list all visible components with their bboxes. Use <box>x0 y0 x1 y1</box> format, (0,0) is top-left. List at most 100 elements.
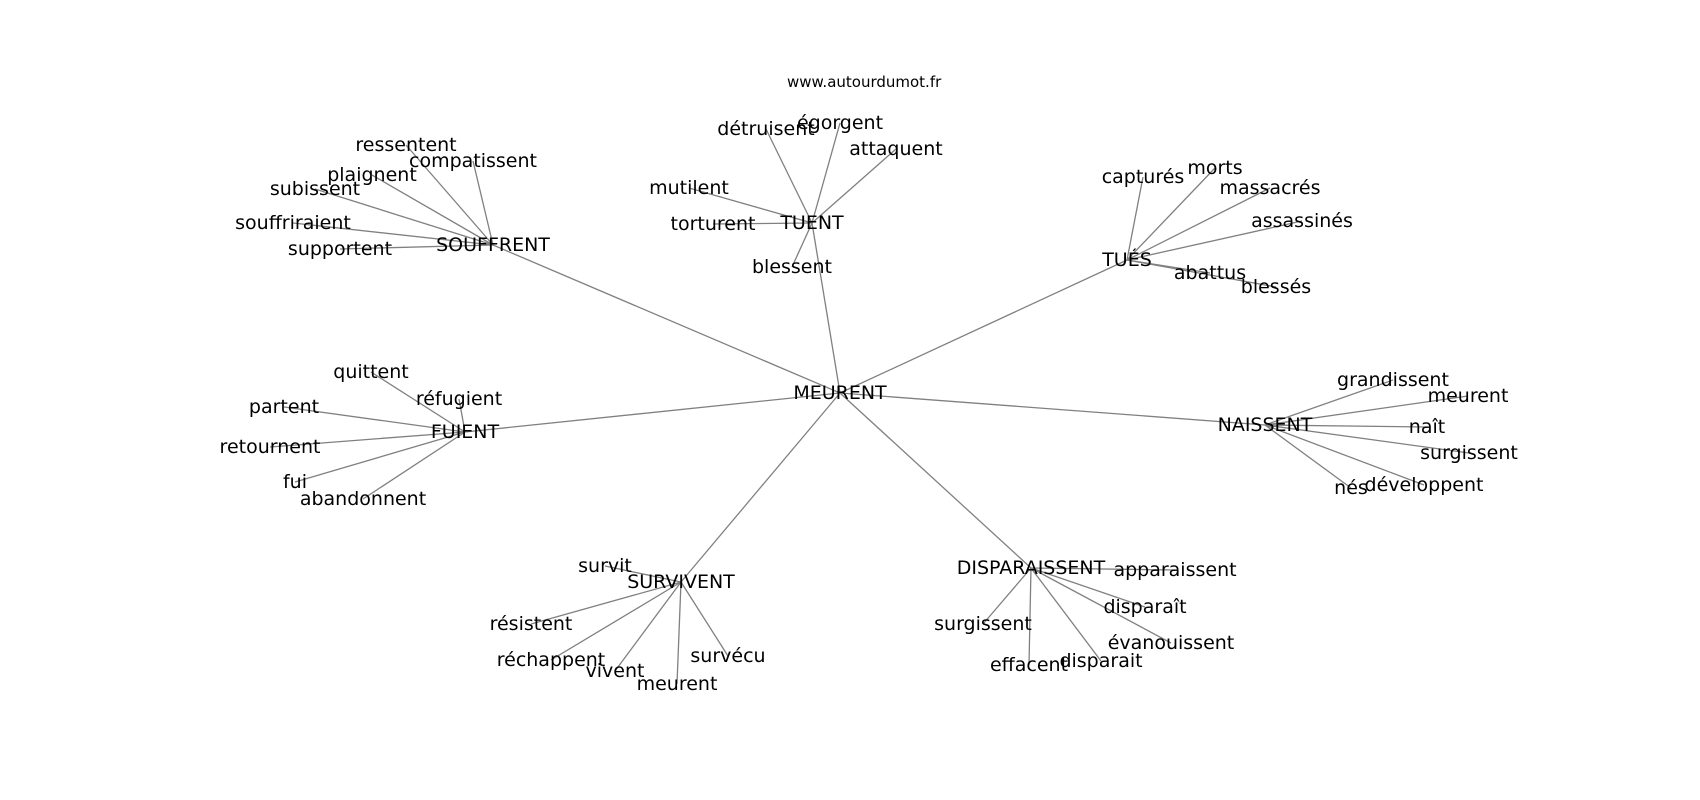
center-word[interactable]: MEURENT <box>793 382 887 404</box>
child-word[interactable]: disparait <box>1059 650 1142 672</box>
edges-layer <box>269 122 1470 685</box>
edge-cluster-child <box>811 122 841 224</box>
edge-center-cluster <box>492 244 841 394</box>
child-word[interactable]: torturent <box>671 213 756 235</box>
edge-cluster-child <box>371 174 494 246</box>
child-word[interactable]: meurent <box>637 673 718 695</box>
edge-cluster-child <box>614 581 682 672</box>
child-word[interactable]: mutilent <box>649 177 729 199</box>
edge-cluster-child <box>294 431 466 483</box>
edge-center-cluster <box>839 392 1266 426</box>
edge-cluster-child <box>1264 424 1428 428</box>
child-word[interactable]: apparaissent <box>1113 559 1236 581</box>
child-word[interactable]: surgissent <box>1420 442 1518 464</box>
edge-cluster-child <box>1030 567 1102 662</box>
edge-cluster-child <box>604 565 682 583</box>
edge-cluster-child <box>1126 167 1216 261</box>
edge-cluster-child <box>530 581 682 625</box>
child-word[interactable]: massacrés <box>1219 177 1320 199</box>
child-word[interactable]: fui <box>283 471 307 493</box>
child-word[interactable]: compatissent <box>409 150 537 172</box>
child-word[interactable]: blessés <box>1241 276 1311 298</box>
edge-cluster-child <box>765 128 813 224</box>
labels-layer: ressententcompatissentplaignentsubissent… <box>220 112 1518 695</box>
child-word[interactable]: attaquent <box>849 138 942 160</box>
edge-cluster-child <box>1264 379 1394 426</box>
child-word[interactable]: morts <box>1187 157 1242 179</box>
child-word[interactable]: détruisent <box>717 118 814 140</box>
child-word[interactable]: disparaît <box>1103 596 1186 618</box>
child-word[interactable]: grandissent <box>1337 369 1449 391</box>
child-word[interactable]: ressentent <box>355 134 456 156</box>
edge-center-cluster <box>839 392 1032 569</box>
edge-cluster-child <box>339 244 494 250</box>
edge-cluster-child <box>314 188 494 246</box>
child-word[interactable]: naît <box>1409 416 1445 438</box>
edge-cluster-child <box>1264 395 1469 426</box>
child-word[interactable]: plaignent <box>327 164 417 186</box>
edge-cluster-child <box>676 581 682 685</box>
edge-cluster-child <box>362 431 466 500</box>
child-word[interactable]: capturés <box>1102 166 1185 188</box>
edge-cluster-child <box>1030 567 1172 644</box>
child-word[interactable]: retournent <box>220 436 321 458</box>
edge-cluster-child <box>283 406 466 433</box>
edge-cluster-child <box>1030 567 1176 571</box>
cluster-word[interactable]: NAISSENT <box>1218 414 1313 436</box>
child-word[interactable]: effacent <box>990 654 1068 676</box>
edge-center-cluster <box>839 259 1128 394</box>
edge-cluster-child <box>1030 567 1146 608</box>
cluster-word[interactable]: TUENT <box>779 212 844 234</box>
edge-cluster-child <box>405 144 494 246</box>
child-word[interactable]: évanouissent <box>1108 632 1235 654</box>
edge-cluster-child <box>458 398 466 433</box>
cluster-word[interactable]: SURVIVENT <box>627 571 735 593</box>
cluster-word[interactable]: DISPARAISSENT <box>957 557 1106 579</box>
cluster-word[interactable]: SOUFFRENT <box>436 234 550 256</box>
edge-cluster-child <box>1126 259 1277 288</box>
child-word[interactable]: souffriraient <box>235 212 351 234</box>
edge-cluster-child <box>292 222 494 246</box>
child-word[interactable]: développent <box>1365 474 1484 496</box>
edge-cluster-child <box>982 567 1032 625</box>
edge-cluster-child <box>1028 567 1032 666</box>
edge-cluster-child <box>712 222 813 225</box>
edge-center-cluster <box>811 222 841 394</box>
child-word[interactable]: réfugient <box>416 388 502 410</box>
child-word[interactable]: vivent <box>586 660 645 682</box>
edge-cluster-child <box>370 371 466 433</box>
child-word[interactable]: meurent <box>1428 385 1509 407</box>
child-word[interactable]: survécu <box>690 645 765 667</box>
child-word[interactable]: abattus <box>1174 262 1246 284</box>
edge-cluster-child <box>811 148 897 224</box>
edge-cluster-child <box>269 431 466 448</box>
child-word[interactable]: survit <box>578 555 632 577</box>
child-word[interactable]: surgissent <box>934 613 1032 635</box>
edge-cluster-child <box>550 581 682 661</box>
edge-cluster-child <box>1126 176 1144 261</box>
child-word[interactable]: réchappent <box>497 649 606 671</box>
cluster-word[interactable]: TUÉS <box>1101 248 1152 271</box>
child-word[interactable]: supportent <box>288 238 392 260</box>
child-word[interactable]: blessent <box>752 256 832 278</box>
site-caption: www.autourdumot.fr <box>787 73 942 91</box>
edge-cluster-child <box>1264 424 1470 454</box>
child-word[interactable]: résistent <box>490 613 573 635</box>
edge-cluster-child <box>688 187 813 224</box>
edge-cluster-child <box>791 222 813 268</box>
child-word[interactable]: subissent <box>270 178 360 200</box>
edge-cluster-child <box>1126 220 1303 261</box>
edge-cluster-child <box>1264 424 1425 486</box>
edge-cluster-child <box>472 160 494 246</box>
cluster-word[interactable]: FUIENT <box>431 421 500 443</box>
child-word[interactable]: égorgent <box>797 112 883 134</box>
child-word[interactable]: assassinés <box>1251 210 1353 232</box>
edge-cluster-child <box>1126 187 1271 261</box>
edge-cluster-child <box>680 581 729 657</box>
child-word[interactable]: partent <box>249 396 319 418</box>
child-word[interactable]: quittent <box>333 361 408 383</box>
child-word[interactable]: abandonnent <box>300 488 426 510</box>
edge-cluster-child <box>1264 424 1352 489</box>
child-word[interactable]: nés <box>1334 477 1368 499</box>
